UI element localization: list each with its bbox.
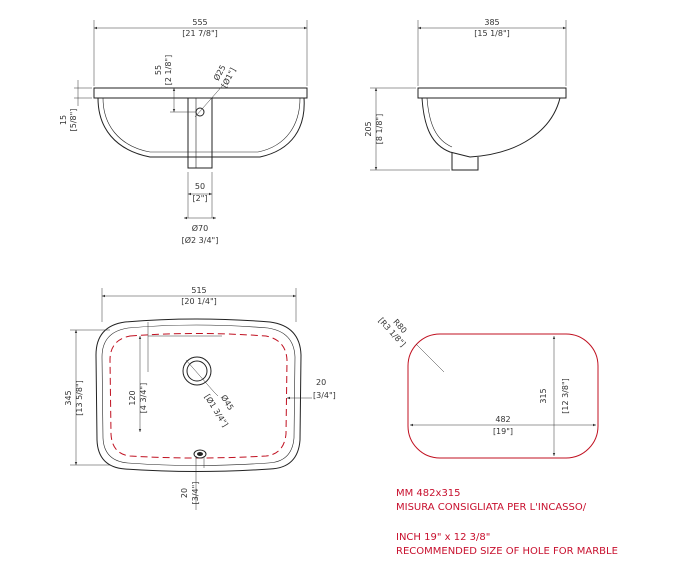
front-drain-mm: 50: [195, 182, 205, 191]
top-view: 515 [20 1/4"] 345 [13 5/8"] 120 [4 3/4"]…: [64, 286, 336, 510]
front-drain-in: [2"]: [192, 194, 207, 203]
top-height-mm: 345: [64, 390, 73, 405]
top-width-in: [20 1/4"]: [181, 297, 217, 306]
front-bowl: [97, 97, 305, 158]
top-outer-outline: [95, 318, 302, 472]
top-inner-dashed: [109, 333, 288, 459]
side-bowl: [421, 97, 561, 158]
side-depth-mm: 385: [484, 18, 499, 27]
front-rim-in: [5/8"]: [69, 109, 78, 132]
front-width-mm: 555: [192, 18, 207, 27]
cutout-width-in: [19"]: [493, 427, 513, 436]
top-bottom-in: [3/4"]: [191, 482, 200, 505]
top-overflow-hole: [182, 356, 212, 386]
front-drain-dia-in: [Ø2 3/4"]: [182, 235, 219, 245]
side-depth-in: [15 1/8"]: [474, 29, 510, 38]
top-inner-offset-in: [4 3/4"]: [139, 383, 148, 413]
front-rim-mm: 15: [59, 115, 68, 125]
cutout-height-in: [12 3/8"]: [561, 378, 570, 414]
front-overflow-height-in: [2 1/8"]: [164, 55, 173, 85]
side-rim: [417, 87, 567, 99]
top-drain-hole: [193, 449, 207, 459]
side-drain-pipe: [451, 152, 479, 171]
front-view: 555 [21 7/8"] 15 [5/8"] 55 [2 1/8"] Ø25 …: [59, 18, 308, 245]
front-drain-pipe: [187, 97, 213, 169]
top-bottom-mm: 20: [180, 488, 189, 498]
top-width-mm: 515: [191, 286, 206, 295]
cutout-outline: [407, 333, 599, 459]
note-line-3: INCH 19" x 12 3/8": [396, 532, 490, 543]
front-rim: [93, 87, 308, 99]
top-height-in: [13 5/8"]: [75, 380, 84, 416]
front-overflow-height-mm: 55: [154, 65, 163, 75]
note-line-4: RECOMMENDED SIZE OF HOLE FOR MARBLE: [396, 546, 618, 557]
cutout-width-mm: 482: [495, 415, 510, 424]
top-margin-in: [3/4"]: [313, 391, 336, 400]
front-drain-dia-mm: Ø70: [192, 223, 208, 233]
front-width-in: [21 7/8"]: [182, 29, 218, 38]
cutout-height-mm: 315: [539, 388, 548, 403]
side-height-mm: 205: [364, 121, 373, 136]
note-line-2: MISURA CONSIGLIATA PER L'INCASSO/: [396, 502, 587, 513]
cutout-notes: MM 482x315 MISURA CONSIGLIATA PER L'INCA…: [396, 488, 618, 557]
side-view: 385 [15 1/8"] 205 [8 1/8"]: [364, 18, 567, 171]
cutout-view: R80 [R3 1/8"] 482 [19"] 315 [12 3/8"]: [376, 316, 599, 459]
top-margin-mm: 20: [316, 378, 326, 387]
top-inner-offset-mm: 120: [128, 390, 137, 405]
side-height-in: [8 1/8"]: [375, 114, 384, 144]
note-line-1: MM 482x315: [396, 488, 461, 499]
